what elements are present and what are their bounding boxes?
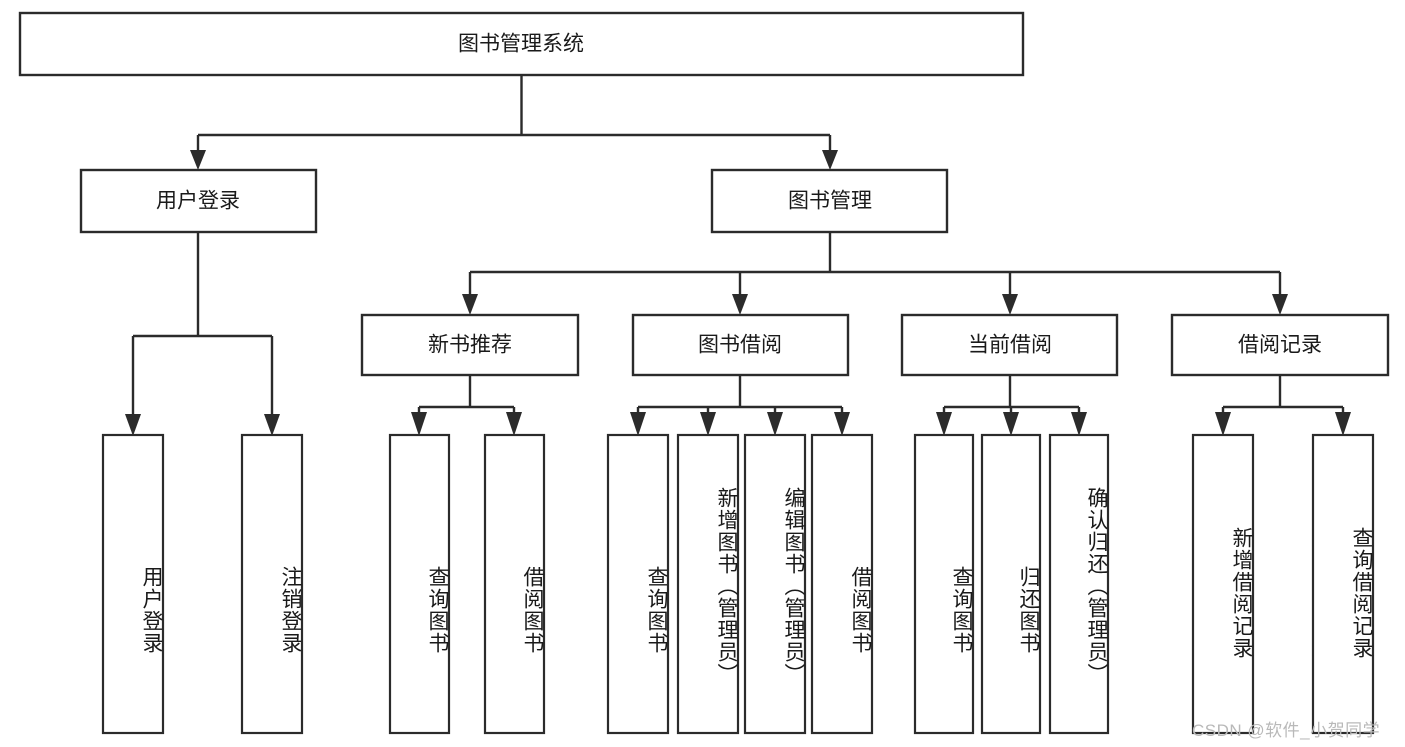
leaf-box-borrow-book-2[interactable] [810,433,874,735]
arrow-head-leaf-confirm-return [1071,412,1087,436]
leaf-box-confirm-return[interactable] [1048,433,1110,735]
leaf-box-query-book-3[interactable] [913,433,975,735]
node-user-login-box[interactable] [79,168,318,234]
leaf-box-logout-login[interactable] [240,433,304,735]
node-borrow-record-label: 借阅记录 [1238,334,1322,357]
arrow-head-leaf-query-book-3 [936,412,952,436]
node-book-management[interactable]: 图书管理 [710,168,949,234]
node-user-login[interactable]: 用户登录 [79,168,318,234]
arrow-head-leaf-add-record [1215,412,1231,436]
arrow-head-book-management [822,150,838,170]
node-book-borrow-box[interactable] [631,313,850,377]
node-new-book-recommend-box[interactable] [360,313,580,377]
node-book-borrow-label: 图书借阅 [698,334,782,357]
node-root-box[interactable] [18,11,1025,77]
arrow-head-leaf-query-book-1 [411,412,427,436]
arrow-head-leaf-query-book-2 [630,412,646,436]
connector-group-book-management [462,232,1288,315]
connector-group-new-book-recommend [411,375,522,436]
arrow-head-borrow-record [1272,294,1288,315]
csdn-watermark: CSDN @软件_小贺同学 [1192,721,1381,740]
node-book-management-label: 图书管理 [788,190,872,213]
node-user-login-label: 用户登录 [156,190,240,213]
arrow-head-leaf-edit-book [767,412,783,436]
node-borrow-record[interactable]: 借阅记录 [1170,313,1390,377]
connector-group-user-login [125,232,280,436]
leaf-box-query-book-2[interactable] [606,433,670,735]
arrow-head-leaf-borrow-book-1 [506,412,522,436]
connector-group-book-borrow [630,375,850,436]
node-current-borrow-label: 当前借阅 [968,334,1052,357]
node-root[interactable]: 图书管理系统 [18,11,1025,77]
leaf-box-return-book[interactable] [980,433,1042,735]
leaf-box-query-record[interactable] [1311,433,1375,735]
arrow-head-user-login [190,150,206,170]
arrow-head-leaf-return-book [1003,412,1019,436]
node-new-book-recommend[interactable]: 新书推荐 [360,313,580,377]
arrow-head-leaf-user-login [125,414,141,436]
arrow-head-leaf-logout-login [264,414,280,436]
node-current-borrow-box[interactable] [900,313,1119,377]
node-current-borrow[interactable]: 当前借阅 [900,313,1119,377]
node-new-book-recommend-label: 新书推荐 [428,334,512,357]
node-book-borrow[interactable]: 图书借阅 [631,313,850,377]
node-root-label: 图书管理系统 [458,33,584,56]
leaf-box-add-book[interactable] [676,433,740,735]
connector-group-current-borrow [936,375,1087,436]
arrow-head-leaf-borrow-book-2 [834,412,850,436]
leaf-box-borrow-book-1[interactable] [483,433,546,735]
leaf-boxes [101,433,1375,735]
leaf-box-edit-book[interactable] [743,433,807,735]
leaf-box-add-record[interactable] [1191,433,1255,735]
node-book-management-box[interactable] [710,168,949,234]
arrow-head-new-book-recommend [462,294,478,315]
arrow-head-current-borrow [1002,294,1018,315]
arrow-head-leaf-query-record [1335,412,1351,436]
leaf-box-user-login[interactable] [101,433,165,735]
node-borrow-record-box[interactable] [1170,313,1390,377]
leaf-box-query-book-1[interactable] [388,433,451,735]
arrow-head-book-borrow [732,294,748,315]
connector-group-borrow-record [1215,375,1351,436]
arrow-head-leaf-add-book [700,412,716,436]
connector-group-root [190,75,838,170]
